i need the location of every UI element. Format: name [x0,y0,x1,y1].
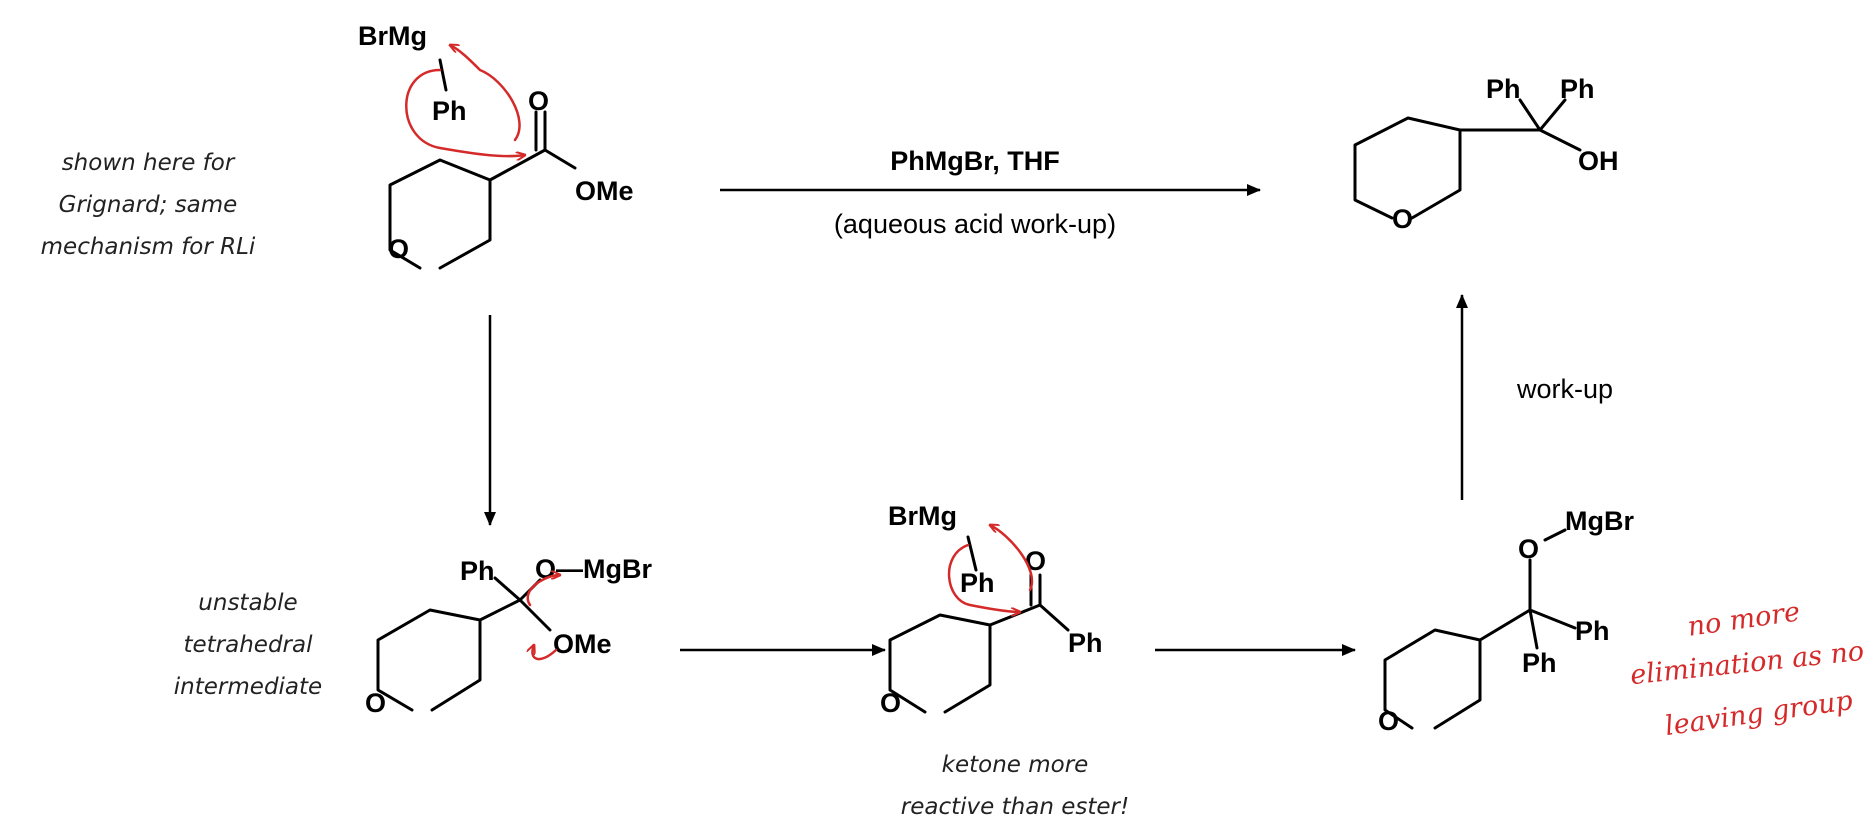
intermediate-ring-oxygen: O [365,688,386,718]
alkoxide-ph-1: Ph [1575,616,1610,646]
alkoxide-oxygen: O [1518,534,1539,564]
grignard-note-line-1: shown here for [62,150,236,176]
tetrahedral-note-line-1: unstable [198,590,297,616]
ketone-note-line-2: reactive than ester! [901,794,1129,820]
alcohol-oh: OH [1578,146,1619,176]
top-reaction-arrow: PhMgBr, THF (aqueous acid work-up) [720,146,1261,239]
intermediate-ph: Ph [460,556,495,586]
alkoxide-mgbr: MgBr [1565,506,1634,536]
tetrahedral-note-line-3: intermediate [174,674,322,700]
ester-ring-oxygen: O [388,234,409,264]
handwritten-note: no more elimination as no leaving group [1629,596,1866,742]
grignard-brmg: BrMg [358,21,427,51]
ketone-ring-oxygen: O [880,688,901,718]
handwritten-line-3: leaving group [1663,685,1854,742]
tetrahedral-note: unstable tetrahedral intermediate [174,590,322,700]
reagent-label: PhMgBr, THF [890,146,1060,176]
ketone-carbonyl-oxygen: O [1025,546,1046,576]
ketone-grignard-brmg: BrMg [888,501,957,531]
alcohol-ring-oxygen: O [1392,204,1413,234]
intermediate-ome: OMe [553,629,612,659]
workup-label: work-up [1516,374,1613,404]
alcohol-ph-2: Ph [1560,74,1595,104]
grignard-ph: Ph [432,96,467,126]
curly-arrows-step1 [405,45,525,156]
handwritten-line-2: elimination as no [1629,636,1866,691]
grignard-note-line-3: mechanism for RLi [41,234,256,260]
alcohol-ph-1: Ph [1486,74,1521,104]
alcohol-product: O Ph Ph OH [1353,74,1619,234]
tetrahedral-note-line-2: tetrahedral [183,632,313,658]
alkoxide-molecule: O MgBr Ph Ph O [1378,506,1634,736]
ester-molecule: O O OMe BrMg Ph [358,21,634,270]
ketone-note: ketone more reactive than ester! [901,752,1129,820]
curly-arrows-step2 [528,575,562,661]
grignard-note: shown here for Grignard; same mechanism … [41,150,256,260]
alkoxide-ring-oxygen: O [1378,706,1399,736]
condition-label: (aqueous acid work-up) [834,209,1116,239]
ester-carbonyl-oxygen: O [528,86,549,116]
alkoxide-ph-2: Ph [1522,648,1557,678]
intermediate-omgbr: O—MgBr [535,554,652,584]
grignard-note-line-2: Grignard; same [59,192,238,218]
ketone-ph: Ph [1068,628,1103,658]
handwritten-line-1: no more [1686,596,1802,642]
curly-arrows-step3 [947,525,1034,612]
ester-ome: OMe [575,176,634,206]
tetrahedral-intermediate: Ph O—MgBr OMe O [365,554,652,718]
ketone-grignard-ph: Ph [960,568,995,598]
ketone-note-line-1: ketone more [942,752,1089,778]
